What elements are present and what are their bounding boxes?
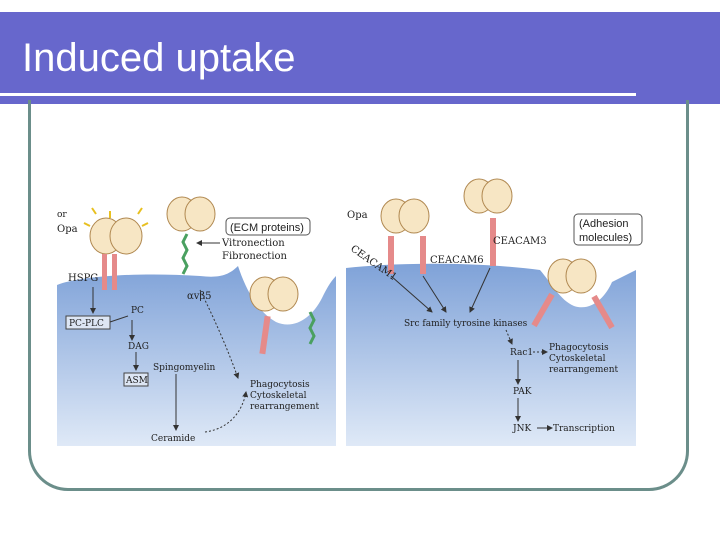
pc-label: PC xyxy=(131,306,144,316)
transcription-label: Transcription xyxy=(553,424,615,434)
adhesion-label-line2: molecules) xyxy=(579,232,632,244)
title-bar xyxy=(0,12,720,104)
pc-plc-box xyxy=(65,315,111,330)
ceramide-label: Ceramide xyxy=(151,434,195,444)
title-divider xyxy=(0,93,636,96)
content-frame xyxy=(28,100,689,491)
right-rearrangement-label: rearrangement xyxy=(549,365,619,375)
right-cytoskeletal-label: Cytoskeletal xyxy=(549,354,606,364)
asm-label: ASM xyxy=(125,376,148,386)
right-panel: Opa (Adhesion molecules) CEACAM1 CEACAM3… xyxy=(346,178,643,446)
right-opa-label: Opa xyxy=(347,210,368,221)
right-bacterium-engulfed xyxy=(547,258,597,294)
vitronectin-chain xyxy=(181,233,189,275)
left-bacterium-engulfed xyxy=(249,276,299,312)
right-bacterium-opa xyxy=(380,198,430,234)
rac1-label: Rac1 xyxy=(510,348,533,358)
dag-label: DAG xyxy=(128,342,149,352)
left-cytoskeletal-label: Cytoskeletal xyxy=(250,391,307,401)
fibronectin-label: Fibronection xyxy=(222,251,288,262)
jnk-label: JNK xyxy=(512,424,531,434)
asm-box xyxy=(123,372,149,387)
ceacam3-label: CEACAM3 xyxy=(493,236,547,247)
ceacam3-receptor xyxy=(490,218,496,266)
hspg-label: HSPG xyxy=(68,273,98,284)
ecm-proteins-label: (ECM proteins) xyxy=(230,222,304,234)
left-panel: or Opa (ECM proteins) Vitronection Fibro… xyxy=(57,196,336,446)
vitronectin-label: Vitronection xyxy=(221,238,285,249)
sphingomyelin-label: Spingomyelin xyxy=(153,363,215,373)
left-host-cell xyxy=(57,266,336,446)
ecm-proteins-box xyxy=(225,217,311,236)
ceacam6-label: CEACAM6 xyxy=(430,255,484,266)
src-kinases-label: Src family tyrosine kinases xyxy=(404,319,528,329)
ceacam1-receptor xyxy=(388,236,394,274)
slide-title: Induced uptake xyxy=(22,36,296,80)
ceacam6-receptor xyxy=(420,236,426,274)
integrin-label: αvβ5 xyxy=(187,291,212,302)
right-phagocytosis-label: Phagocytosis xyxy=(549,343,609,353)
hspg-receptor xyxy=(102,254,107,290)
right-host-cell xyxy=(346,263,636,446)
adhesion-label-line1: (Adhesion xyxy=(579,218,629,230)
left-bacterium-ecm xyxy=(166,196,216,232)
opa-prefix-label: or xyxy=(57,210,67,220)
left-rearrangement-label: rearrangement xyxy=(250,402,320,412)
left-phagocytosis-label: Phagocytosis xyxy=(250,380,310,390)
pc-plc-label: PC-PLC xyxy=(69,319,104,329)
pak-label: PAK xyxy=(513,387,532,397)
right-bacterium-ceacam3 xyxy=(463,178,513,214)
left-bacterium-opa xyxy=(83,207,149,255)
left-opa-label: Opa xyxy=(57,224,78,235)
adhesion-molecules-box xyxy=(573,213,643,246)
